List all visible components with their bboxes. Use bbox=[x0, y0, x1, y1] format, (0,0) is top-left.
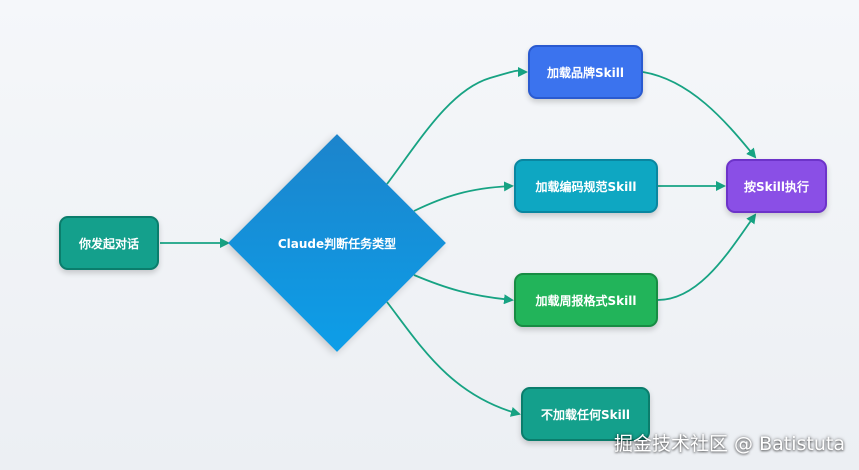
node-none-label: 不加载任何Skill bbox=[541, 407, 630, 422]
node-load-coding-standard-skill: 加载编码规范Skill bbox=[514, 159, 658, 213]
node-weekly-label: 加载周报格式Skill bbox=[535, 293, 637, 308]
edge-brand-to-execute bbox=[642, 71, 757, 159]
watermark: 掘金技术社区 @ Batistuta bbox=[614, 433, 845, 455]
node-execute-label: 按Skill执行 bbox=[744, 179, 809, 194]
node-execute-by-skill: 按Skill执行 bbox=[726, 159, 827, 213]
edge-weekly-to-execute bbox=[657, 213, 757, 301]
node-start-label: 你发起对话 bbox=[78, 236, 139, 251]
node-start-conversation: 你发起对话 bbox=[59, 216, 159, 270]
node-brand-label: 加载品牌Skill bbox=[547, 65, 624, 80]
edge-decision-to-brand bbox=[386, 66, 528, 185]
node-code-label: 加载编码规范Skill bbox=[535, 179, 637, 194]
node-decision-label: Claude判断任务类型 bbox=[277, 236, 397, 251]
edge-decision-to-code bbox=[413, 181, 514, 212]
node-decision-diamond: Claude判断任务类型 bbox=[228, 134, 446, 352]
node-load-weekly-report-skill: 加载周报格式Skill bbox=[514, 273, 658, 327]
edge-decision-to-weekly bbox=[413, 274, 514, 305]
edge-decision-to-none bbox=[386, 301, 521, 417]
node-load-brand-skill: 加载品牌Skill bbox=[528, 45, 643, 99]
